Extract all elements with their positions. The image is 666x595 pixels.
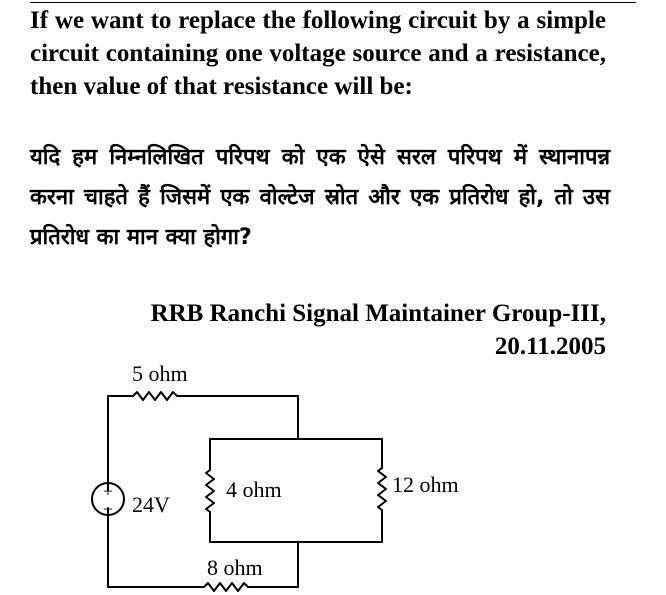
- wire-outer-bottom: [107, 507, 205, 588]
- label-12-ohm: 12 ohm: [392, 472, 459, 497]
- wire-outer-top-left: [107, 395, 134, 491]
- label-8-ohm: 8 ohm: [207, 555, 263, 580]
- resistor-4-ohm: [205, 469, 215, 513]
- resistor-12-ohm: [377, 467, 387, 511]
- wire-outer-bottom-right: [247, 541, 299, 588]
- circuit-diagram: + − 5 ohm 24V 4 ohm 12 ohm 8 ohm: [91, 361, 459, 592]
- exam-date: 20.11.2005: [494, 333, 606, 360]
- label-4-ohm: 4 ohm: [226, 477, 282, 502]
- wire-outer-top-right: [176, 395, 299, 440]
- resistor-5-ohm: [132, 391, 178, 401]
- question-text-english: If we want to replace the following circ…: [30, 7, 606, 100]
- question-text-hindi: यदि हम निम्नलिखित परिपथ को एक ऐसे सरल पर…: [30, 145, 610, 250]
- source-plus-sign: +: [103, 481, 113, 501]
- top-divider: [30, 2, 636, 3]
- label-5-ohm: 5 ohm: [132, 361, 188, 386]
- exam-name: RRB Ranchi Signal Maintainer Group-III,: [150, 300, 606, 327]
- voltage-source-symbol: [91, 482, 125, 516]
- exam-source: RRB Ranchi Signal Maintainer Group-III, …: [151, 297, 606, 363]
- source-minus-sign: −: [103, 499, 113, 519]
- label-24v: 24V: [132, 492, 170, 517]
- resistor-8-ohm: [203, 582, 249, 592]
